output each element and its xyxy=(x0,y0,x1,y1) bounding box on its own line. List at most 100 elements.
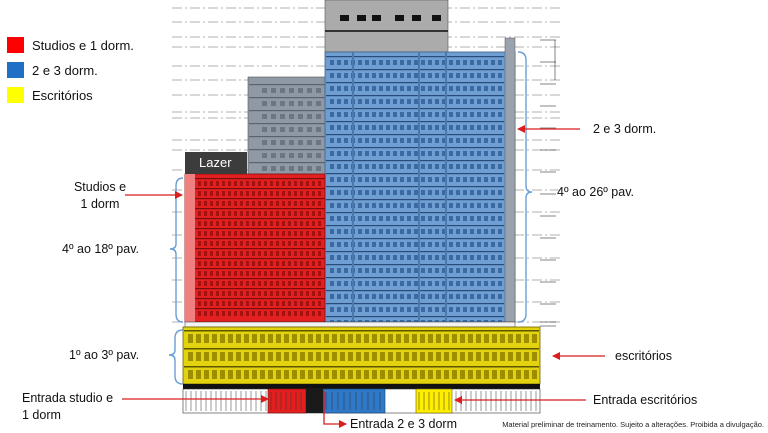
blue-window xyxy=(337,99,341,104)
red-window xyxy=(240,311,243,316)
blue-window xyxy=(407,125,411,130)
red-window xyxy=(276,241,279,246)
red-window xyxy=(300,231,303,236)
yellow-window xyxy=(340,370,345,379)
grey-window xyxy=(289,140,294,145)
yellow-window xyxy=(316,334,321,343)
blue-window xyxy=(372,229,376,234)
blue-window xyxy=(337,216,341,221)
blue-window xyxy=(421,255,425,260)
red-window xyxy=(204,241,207,246)
yellow-window xyxy=(260,352,265,361)
blue-window xyxy=(344,138,348,143)
blue-window xyxy=(393,307,397,312)
blue-window xyxy=(428,99,432,104)
blue-window xyxy=(393,242,397,247)
red-window xyxy=(288,271,291,276)
red-window xyxy=(270,221,273,226)
studios-label-line2: 1 dorm xyxy=(80,197,120,211)
disclaimer-text: Material preliminar de treinamento. Suje… xyxy=(502,420,764,429)
yellow-window xyxy=(436,370,441,379)
red-window xyxy=(294,251,297,256)
yellow-window xyxy=(300,370,305,379)
red-window xyxy=(282,271,285,276)
blue-window xyxy=(428,151,432,156)
blue-window xyxy=(463,229,467,234)
blue-window xyxy=(365,86,369,91)
yellow-window xyxy=(420,370,425,379)
blue-square-icon xyxy=(7,62,24,78)
red-window xyxy=(204,251,207,256)
blue-window xyxy=(442,86,446,91)
red-window xyxy=(306,251,309,256)
blue-window xyxy=(477,151,481,156)
red-window xyxy=(198,311,201,316)
blue-window xyxy=(442,112,446,117)
blue-window xyxy=(330,229,334,234)
blue-window xyxy=(344,307,348,312)
yellow-window xyxy=(348,334,353,343)
blue-window xyxy=(442,229,446,234)
red-window xyxy=(270,211,273,216)
red-window xyxy=(282,211,285,216)
red-window xyxy=(210,231,213,236)
blue-window xyxy=(386,268,390,273)
blue-window xyxy=(449,125,453,130)
red-window xyxy=(210,201,213,206)
blue-window xyxy=(456,138,460,143)
blue-window xyxy=(435,281,439,286)
yellow-window xyxy=(468,370,473,379)
blue-window xyxy=(470,125,474,130)
yellow-window xyxy=(348,352,353,361)
grey-window xyxy=(262,140,267,145)
red-window xyxy=(270,251,273,256)
yellow-window xyxy=(236,370,241,379)
blue-window xyxy=(498,203,502,208)
red-window xyxy=(306,271,309,276)
red-window xyxy=(264,201,267,206)
blue-window xyxy=(400,281,404,286)
blue-window xyxy=(463,255,467,260)
blue-window xyxy=(414,216,418,221)
blue-window xyxy=(421,164,425,169)
yellow-window xyxy=(220,334,225,343)
blue-window xyxy=(386,229,390,234)
blue-window xyxy=(365,177,369,182)
blue-window xyxy=(470,151,474,156)
entry-studio-line2: 1 dorm xyxy=(22,408,61,422)
blue-window xyxy=(484,281,488,286)
yellow-window xyxy=(388,352,393,361)
grey-window xyxy=(298,114,303,119)
grey-window xyxy=(298,127,303,132)
blue-window xyxy=(442,268,446,273)
blue-window xyxy=(344,255,348,260)
grey-window xyxy=(271,114,276,119)
blue-window xyxy=(491,86,495,91)
yellow-window xyxy=(228,352,233,361)
blue-window xyxy=(379,190,383,195)
red-window xyxy=(252,271,255,276)
grey-window xyxy=(280,88,285,93)
blue-window xyxy=(386,151,390,156)
blue-window xyxy=(449,255,453,260)
red-window xyxy=(234,221,237,226)
blue-window xyxy=(456,294,460,299)
red-window xyxy=(258,261,261,266)
yellow-window xyxy=(292,334,297,343)
blue-window xyxy=(428,268,432,273)
grey-window xyxy=(298,88,303,93)
blue-window xyxy=(330,203,334,208)
yellow-window xyxy=(204,370,209,379)
yellow-window xyxy=(236,352,241,361)
blue-window xyxy=(477,112,481,117)
red-window xyxy=(210,281,213,286)
blue-window xyxy=(414,151,418,156)
blue-window xyxy=(463,203,467,208)
blue-window xyxy=(442,60,446,65)
blue-window xyxy=(484,60,488,65)
yellow-window xyxy=(404,370,409,379)
blue-window xyxy=(407,203,411,208)
transition-slab xyxy=(184,321,516,328)
blue-window xyxy=(358,177,362,182)
grey-window xyxy=(271,140,276,145)
